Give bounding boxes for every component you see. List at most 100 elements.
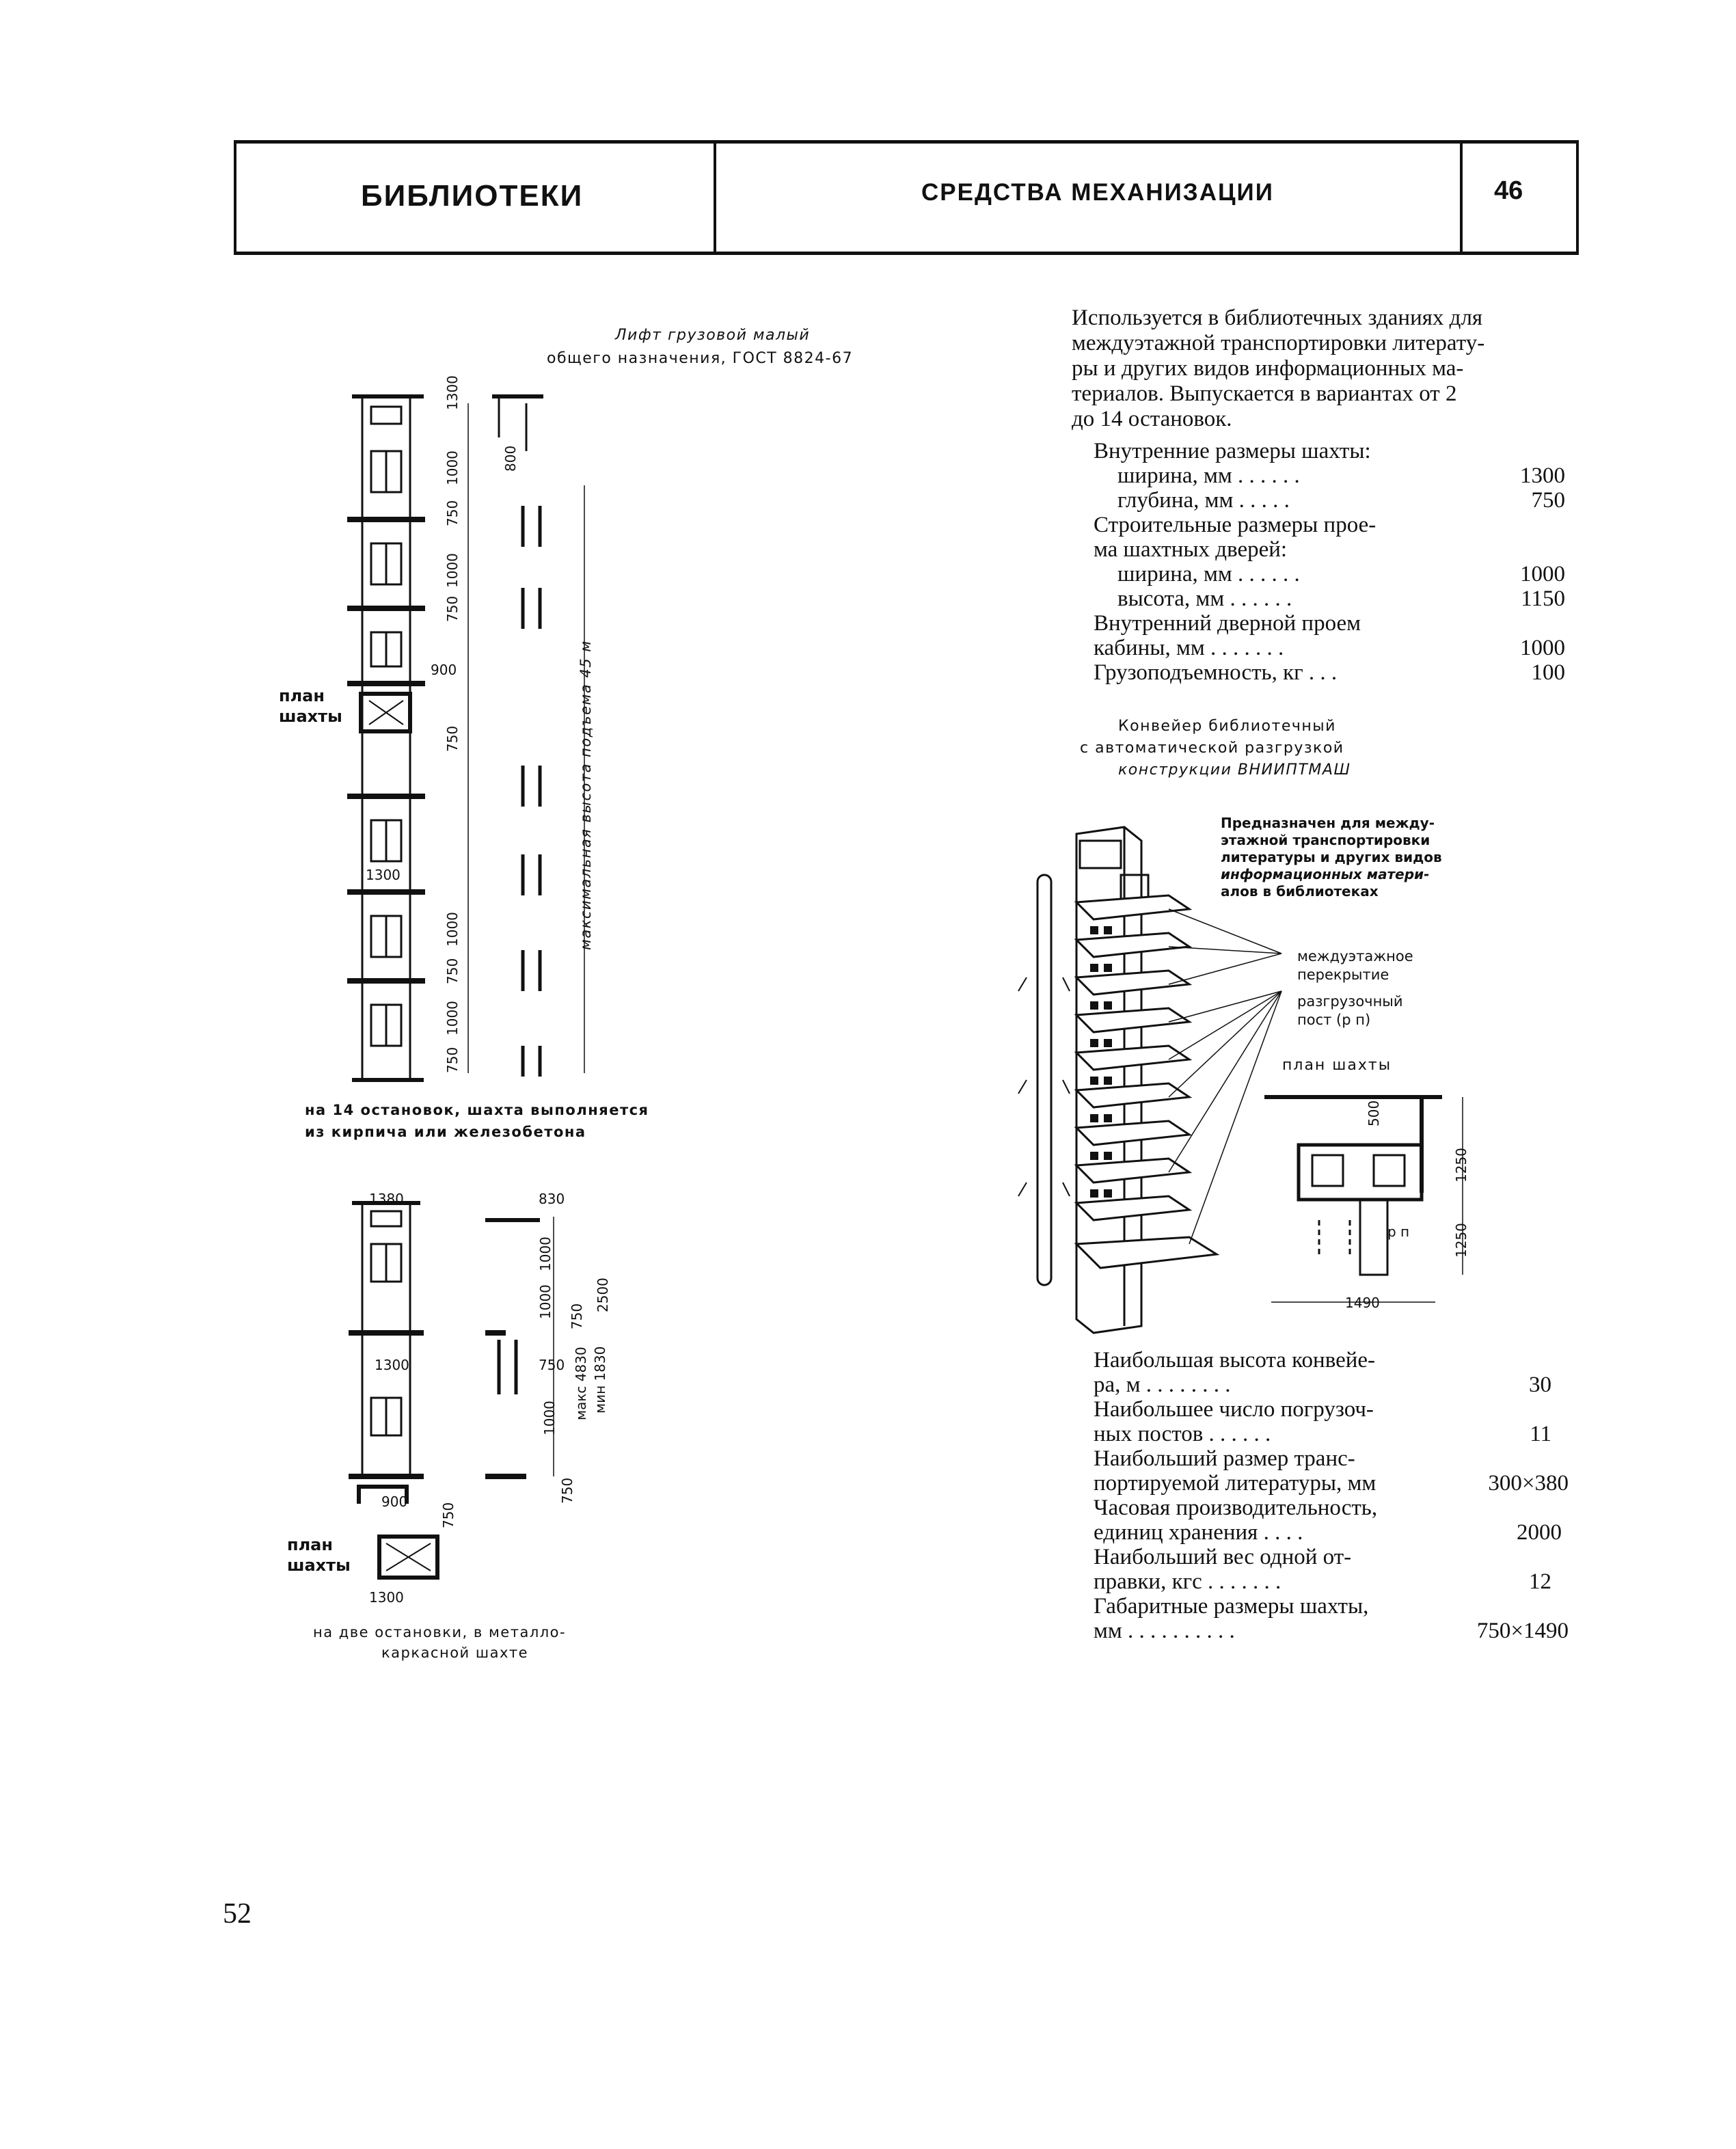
conveyor-plan-drawing (1264, 1095, 1463, 1303)
dim2-label: 1000 (541, 1401, 558, 1435)
header-divider-right (1576, 140, 1579, 255)
dim-label: 1000 (444, 1001, 461, 1036)
callout-post-line-2: пост (р п) (1297, 1012, 1371, 1028)
conveyor-plan-label: план шахты (1282, 1057, 1392, 1074)
plan-dim: 1250 (1453, 1223, 1469, 1258)
dim2-label: макс 4830 (573, 1347, 589, 1420)
spec-value: 750×1490 (1476, 1619, 1569, 1643)
dim-label: 750 (444, 958, 461, 984)
callout-post: разгрузочный пост (р п) (1297, 992, 1403, 1029)
intro-paragraph: Используется в библиотечных зданиях для … (1072, 306, 1564, 432)
lift-caption-1-line-1: на 14 остановок, шахта выполняется (305, 1102, 649, 1118)
spec-label: Наибольшее число погрузоч- (1094, 1397, 1374, 1422)
dim2-label: 2500 (595, 1278, 611, 1312)
spec-value: 1300 (1520, 463, 1565, 488)
plan-dim: р п (1387, 1224, 1410, 1240)
callout-floor: междуэтажное перекрытие (1297, 947, 1413, 984)
dim-label: 1300 (444, 375, 461, 410)
page-number: 52 (223, 1898, 252, 1930)
purpose-line: этажной транспортировки (1221, 832, 1430, 848)
dim-label: 750 (444, 595, 461, 622)
spec-label: кабины, мм . . . . . . . (1094, 636, 1284, 660)
lift-caption-2-line-2: каркасной шахте (381, 1645, 529, 1661)
callout-floor-line-2: перекрытие (1297, 967, 1389, 983)
plan-label-line-1: план (279, 686, 325, 705)
intro-line: ры и других видов информационных ма- (1072, 356, 1464, 381)
dim2-label: 1380 (369, 1191, 404, 1207)
spec-label: ма шахтных дверей: (1094, 537, 1288, 562)
lift-2-stops-drawing (349, 1201, 554, 1504)
purpose-line: информационных матери- (1221, 866, 1430, 882)
plan-label-1: план шахты (279, 686, 342, 727)
spec-label: ных постов . . . . . . (1094, 1422, 1271, 1446)
spec-label: Внутренние размеры шахты: (1094, 439, 1371, 463)
plan-dim: 500 (1366, 1100, 1382, 1126)
spec-value: 2000 (1517, 1520, 1562, 1545)
conveyor-purpose: Предназначен для между- этажной транспор… (1221, 815, 1442, 900)
dim2-label: 750 (569, 1303, 585, 1329)
spec-label: Наибольший размер транс- (1094, 1446, 1355, 1471)
spec-value: 1000 (1520, 562, 1565, 586)
spec-value: 11 (1530, 1422, 1551, 1446)
spec-label: ширина, мм . . . . . . (1117, 463, 1300, 488)
conveyor-specs-table: Наибольшая высота конвейе- ра, м . . . .… (1094, 1348, 1572, 1649)
spec-label: портируемой литературы, мм (1094, 1471, 1376, 1496)
spec-label: Наибольший вес одной от- (1094, 1545, 1352, 1569)
dim-label: 900 (431, 662, 457, 678)
spec-label: Строительные размеры прое- (1094, 513, 1376, 537)
conveyor-title-line-1: Конвейер библиотечный (1118, 718, 1336, 735)
header-frame (234, 140, 1579, 255)
dim2-label: 830 (539, 1191, 565, 1207)
dim2-label: мин 1830 (592, 1346, 608, 1414)
callout-post-line-1: разгрузочный (1297, 993, 1403, 1010)
spec-label: Габаритные размеры шахты, (1094, 1594, 1369, 1619)
dim2-label: 1000 (537, 1284, 554, 1319)
lift-14-stops-drawing (347, 394, 585, 1082)
dim2-label: 900 (381, 1494, 408, 1510)
spec-value: 30 (1529, 1373, 1551, 1397)
dim2-label: 1300 (369, 1589, 404, 1606)
plan2-label-line-1: план (287, 1535, 333, 1554)
dim-label: 1000 (444, 912, 461, 947)
spec-value: 12 (1529, 1569, 1551, 1594)
spec-label: Часовая производительность, (1094, 1496, 1378, 1520)
spec-value: 1150 (1521, 586, 1565, 611)
lift-caption-1-line-2: из кирпича или железобетона (305, 1124, 586, 1140)
header-sheet-number: 46 (1494, 176, 1523, 205)
dim-label: 800 (502, 445, 519, 472)
dim-label: 1000 (444, 553, 461, 588)
dim2-label: 750 (539, 1357, 565, 1373)
spec-label: ширина, мм . . . . . . (1117, 562, 1300, 586)
spec-value: 750 (1531, 488, 1566, 513)
lift-caption-2-line-1: на две остановки, в металло- (313, 1624, 567, 1640)
plan2-drawing (377, 1535, 439, 1580)
dim2-label: 750 (559, 1477, 575, 1504)
spec-value: 100 (1531, 660, 1566, 685)
header-left-title: БИБЛИОТЕКИ (361, 179, 584, 213)
lift-specs-table: Внутренние размеры шахты: ширина, мм . .… (1094, 439, 1572, 692)
dim-label: 1300 (366, 867, 401, 883)
lift-title-line-2: общего назначения, ГОСТ 8824-67 (547, 350, 854, 367)
header-divider-left (234, 140, 236, 255)
header-divider-2 (1460, 140, 1463, 255)
vertical-max-height-label: максимальная высота подъема 45 м (578, 640, 594, 950)
intro-line: междуэтажной транспортировки литерату- (1072, 331, 1485, 355)
plan2-label-line-2: шахты (287, 1556, 351, 1575)
spec-label: Внутренний дверной проем (1094, 611, 1361, 636)
spec-label: единиц хранения . . . . (1094, 1520, 1303, 1545)
spec-label: Наибольшая высота конвейе- (1094, 1348, 1376, 1373)
spec-label: мм . . . . . . . . . . (1094, 1619, 1235, 1643)
dim2-label: 1000 (537, 1236, 554, 1271)
conveyor-title-line-3: конструкции ВНИИПТМАШ (1118, 761, 1351, 779)
dim-label: 1000 (444, 450, 461, 485)
dim2-label: 1300 (375, 1357, 409, 1373)
lift-title-line-1: Лифт грузовой малый (615, 327, 811, 344)
dim-label: 750 (444, 1046, 461, 1073)
intro-line: териалов. Выпускается в вариантах от 2 (1072, 381, 1457, 406)
spec-label: ра, м . . . . . . . . (1094, 1373, 1231, 1397)
spec-label: глубина, мм . . . . . (1117, 488, 1290, 513)
purpose-line: Предназначен для между- (1221, 815, 1435, 831)
conveyor-title-line-2: с автоматической разгрузкой (1080, 740, 1344, 757)
spec-label: правки, кгс . . . . . . . (1094, 1569, 1281, 1594)
intro-line: Используется в библиотечных зданиях для (1072, 306, 1483, 330)
